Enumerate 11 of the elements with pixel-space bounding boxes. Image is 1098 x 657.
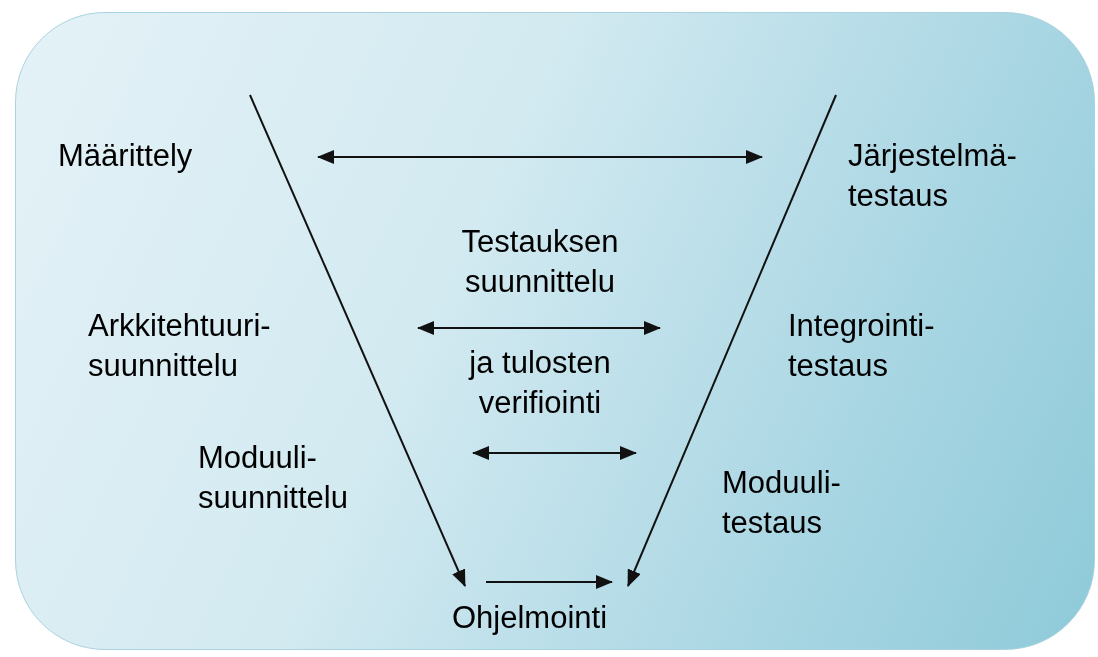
stage-label: Arkkitehtuuri- suunnittelu xyxy=(88,306,308,388)
caption-text: ja tulosten verifiointi xyxy=(467,344,612,422)
arrow xyxy=(627,94,837,587)
stage-label: Moduuli- testaus xyxy=(722,463,882,545)
stage-label: Järjestelmä- testaus xyxy=(848,136,1048,218)
caption-text: Testauksen suunnittelu xyxy=(460,223,620,301)
stage-label: Moduuli- suunnittelu xyxy=(198,438,378,520)
stage-label: Ohjelmointi xyxy=(452,598,642,640)
arrow xyxy=(249,94,466,587)
stage-label: Integrointi- testaus xyxy=(788,306,968,388)
stage-label: Määrittely xyxy=(58,136,238,178)
